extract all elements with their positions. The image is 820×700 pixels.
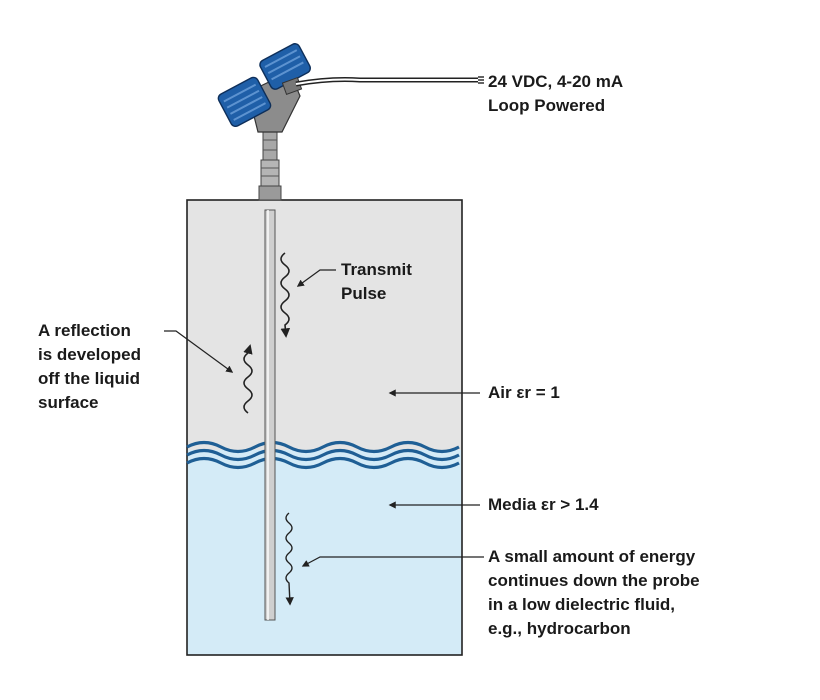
energy-label: A small amount of energy continues down … [488, 545, 700, 641]
reflection-wave [243, 344, 253, 414]
surface-wave-3 [186, 456, 460, 470]
energy-label-line-1: A small amount of energy [488, 547, 696, 566]
transmit-label-line-1: Transmit [341, 260, 412, 279]
energy-label-line-3: in a low dielectric fluid, [488, 595, 676, 614]
power-label-line-1: 24 VDC, 4-20 mA [488, 72, 624, 91]
transmit-pulse-label: Transmit Pulse [341, 258, 412, 306]
power-label: 24 VDC, 4-20 mA Loop Powered [488, 70, 623, 118]
media-label-text: Media εr > 1.4 [488, 495, 599, 514]
probe-rod [264, 209, 276, 621]
energy-label-line-2: continues down the probe [488, 571, 700, 590]
tank [186, 199, 463, 656]
probe [264, 209, 276, 621]
surface-wave-1 [186, 440, 460, 454]
power-label-line-2: Loop Powered [488, 96, 606, 115]
reflection-label-line-3: off the liquid [38, 369, 140, 388]
probe-rod-highlight [267, 210, 269, 620]
air-space [187, 200, 462, 450]
energy-leader-line [301, 556, 484, 567]
reflection-leader-line [164, 330, 234, 373]
energy-continuing-wave [285, 512, 294, 606]
liquid-surface-waves [186, 440, 460, 470]
reflection-label-line-1: A reflection [38, 321, 131, 340]
air-label: Air εr = 1 [488, 381, 560, 405]
transmitter [217, 43, 311, 201]
fitting-neck [262, 129, 278, 161]
tank-outline [186, 199, 463, 656]
reflection-label-line-4: surface [38, 393, 99, 412]
power-cable [295, 76, 484, 87]
fitting-body [260, 159, 280, 187]
reflection-label: A reflection is developed off the liquid… [38, 319, 141, 415]
reflection-label-line-2: is developed [38, 345, 141, 364]
left-housing-cap [217, 76, 272, 128]
transmit-pulse-wave [280, 252, 291, 338]
fitting-nut [258, 185, 282, 201]
transmit-label-line-2: Pulse [341, 284, 387, 303]
air-label-text: Air εr = 1 [488, 383, 560, 402]
transmit-leader-line [296, 269, 336, 287]
energy-label-line-4: e.g., hydrocarbon [488, 619, 631, 638]
media-label: Media εr > 1.4 [488, 493, 599, 517]
surface-wave-2 [186, 448, 460, 462]
liquid-media [187, 450, 462, 655]
